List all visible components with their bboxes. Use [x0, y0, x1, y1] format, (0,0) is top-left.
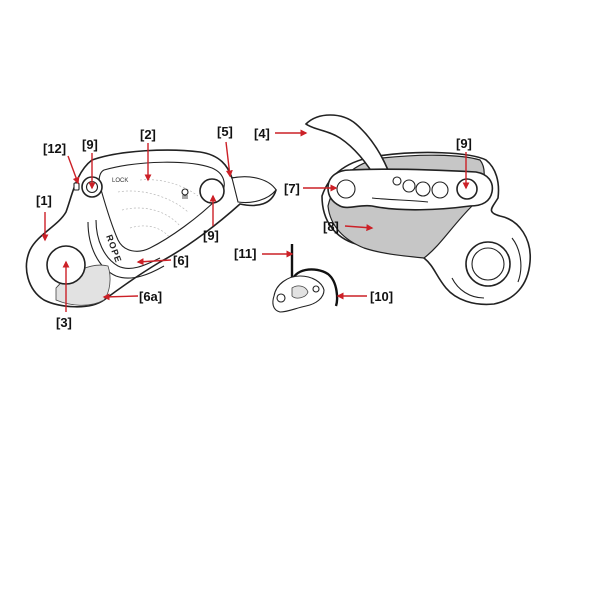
label-1: [1] [36, 193, 52, 208]
label-9-left: [9] [82, 137, 98, 152]
label-6a: [6a] [139, 289, 162, 304]
lock-icon [74, 183, 79, 190]
axle-right [200, 179, 224, 203]
label-5: [5] [217, 124, 233, 139]
label-4: [4] [254, 126, 270, 141]
axle-top-right [457, 179, 477, 199]
label-12: [12] [43, 141, 66, 156]
lock-marking: LOCK [112, 178, 128, 184]
label-6: [6] [173, 253, 189, 268]
label-9-right: [9] [456, 136, 472, 151]
label-11: [11] [234, 246, 256, 261]
label-7: [7] [284, 181, 300, 196]
label-9-mid: [9] [203, 228, 219, 243]
label-8: [8] [323, 219, 339, 234]
label-3: [3] [56, 315, 72, 330]
label-2: [2] [140, 127, 156, 142]
label-10: [10] [370, 289, 393, 304]
left-device-view: LOCK ROPE [26, 150, 276, 307]
right-device-view [306, 115, 530, 304]
